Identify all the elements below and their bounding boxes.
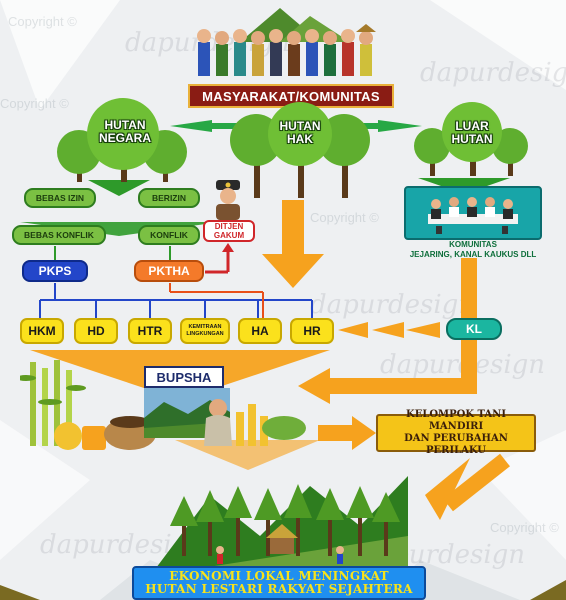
- watermark-brand: dapurdesign: [420, 58, 566, 88]
- watermark-copyright: Copyright ©: [0, 96, 69, 111]
- pktha-badge: PKTHA: [134, 260, 204, 282]
- scheme-hd: HD: [74, 318, 118, 344]
- community-people-illustration: [197, 8, 376, 76]
- watermark-brand: dapurdesign: [310, 290, 476, 320]
- scheme-hkm: HKM: [20, 318, 64, 344]
- bebas-izin-badge: BEBAS IZIN: [24, 188, 96, 208]
- farmer-illustration: [204, 399, 306, 446]
- watermark-copyright: Copyright ©: [490, 520, 559, 535]
- watermark-copyright: Copyright ©: [8, 14, 77, 29]
- watermark-copyright: Copyright ©: [310, 210, 379, 225]
- bupsha-label: BUPSHA: [144, 366, 224, 388]
- konflik-badge: KONFLIK: [138, 225, 200, 245]
- komunitas-meeting-illustration: [404, 186, 542, 240]
- hutan-negara-trees: [57, 98, 187, 182]
- scheme-kemitraan-lingkungan: KEMITRAAN LINGKUNGAN: [180, 318, 230, 344]
- pkps-badge: PKPS: [22, 260, 88, 282]
- luar-hutan-trees: [414, 102, 528, 176]
- community-banner: MASYARAKAT/KOMUNITAS: [188, 84, 394, 108]
- scheme-hr: HR: [290, 318, 334, 344]
- police-officer-icon: [216, 180, 240, 220]
- village-forest-illustration: [150, 476, 408, 576]
- scheme-htr: HTR: [128, 318, 172, 344]
- forest-products-illustration: [54, 416, 156, 450]
- bamboo-illustration: [20, 360, 86, 446]
- scheme-ha: HA: [238, 318, 282, 344]
- hutan-hak-trees: [230, 102, 370, 198]
- kl-badge: KL: [446, 318, 502, 340]
- bebas-konflik-badge: BEBAS KONFLIK: [12, 225, 106, 245]
- berizin-badge: BERIZIN: [138, 188, 200, 208]
